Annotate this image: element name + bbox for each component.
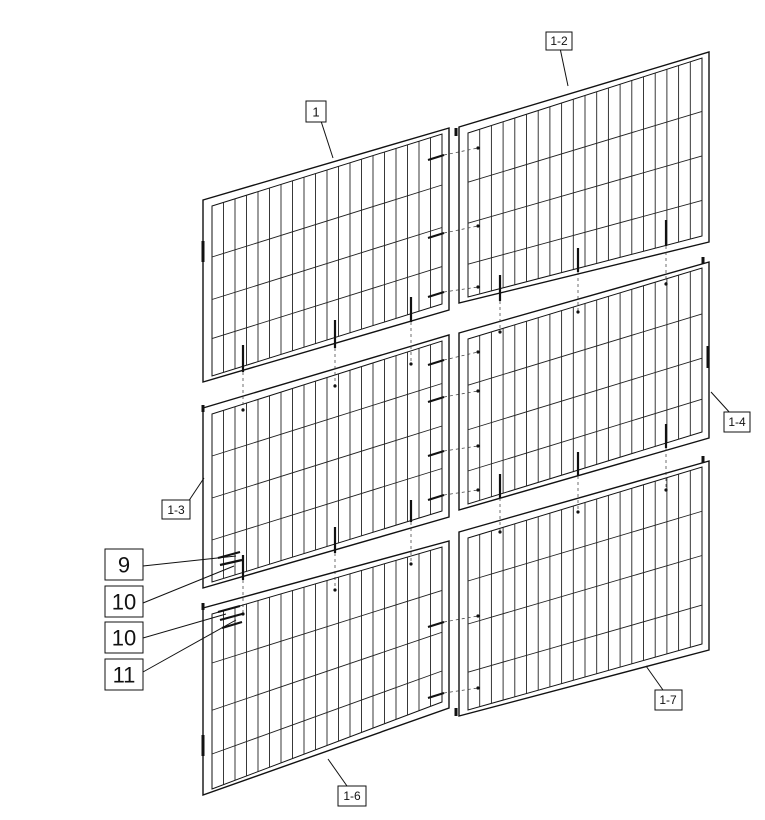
washer-icon [498, 530, 502, 534]
washer-icon [241, 408, 245, 412]
panel-1-7-horizontal-bar [467, 510, 703, 582]
callout-1-7: 1-7 [645, 665, 683, 711]
washer-icon [664, 282, 668, 286]
callout-1-4: 1-4 [710, 391, 751, 433]
callout-10-lower: 10 [104, 613, 227, 654]
washer-icon [576, 310, 580, 314]
panel-1-2-frame [458, 51, 710, 304]
panel-1-3-horizontal-bar [211, 425, 443, 499]
bolt-icon [427, 231, 445, 240]
panel-1-2 [458, 51, 710, 304]
panel-1-6-frame [202, 540, 450, 796]
panel-1-inner-frame [211, 133, 443, 377]
callout-1-6: 1-6 [327, 758, 367, 807]
callouts-layer: 1 1-2 1-3 1-4 1-6 1-7 [104, 31, 751, 807]
washer-icon [476, 444, 480, 448]
panel-1-6 [202, 540, 450, 796]
washer-icon [576, 510, 580, 514]
bolt-icon [427, 493, 445, 502]
panel-1-6-horizontal-bar [211, 670, 443, 755]
panel-1-4-horizontal-bar [467, 398, 703, 472]
bolt-icon [427, 358, 445, 367]
panel-1-6-horizontal-bar [211, 589, 443, 664]
washer-icon [498, 330, 502, 334]
panel-1-2-inner-frame [467, 57, 703, 298]
callout-1-2-label: 1-2 [550, 34, 568, 48]
panel-1-4-horizontal-bar [467, 357, 703, 431]
screw-icon [219, 558, 243, 567]
callout-1-2: 1-2 [545, 31, 573, 87]
callout-1: 1 [305, 100, 334, 159]
panel-1-7-inner-frame [467, 466, 703, 711]
bolt-icon [427, 449, 445, 458]
panel-1-3 [202, 334, 450, 589]
washer-icon [476, 614, 480, 618]
panel-1-horizontal-bar [211, 184, 443, 258]
panel-1-7 [458, 460, 710, 717]
callout-1-6-label: 1-6 [343, 789, 361, 803]
callout-9-label: 9 [118, 553, 130, 578]
callout-11: 11 [104, 619, 237, 691]
washer-icon [333, 384, 337, 388]
screw-icon [217, 550, 241, 560]
panel-1-4-inner-frame [467, 267, 703, 505]
panel-1-frame [202, 127, 450, 383]
callout-10-upper: 10 [104, 565, 235, 618]
panel-1 [202, 127, 450, 383]
panel-1-horizontal-bar [211, 266, 443, 340]
panel-1-4 [458, 261, 710, 511]
bolt-icon [427, 395, 445, 404]
hardware-layer [201, 128, 710, 756]
washer-icon [476, 146, 480, 150]
washer-icon [664, 488, 668, 492]
washer-icon [476, 389, 480, 393]
bolt-icon [427, 620, 445, 629]
panel-1-3-inner-frame [211, 340, 443, 583]
callout-11-label: 11 [113, 663, 136, 688]
washer-icon [409, 562, 413, 566]
panel-1-7-horizontal-bar [467, 555, 703, 625]
panel-1-7-horizontal-bar [467, 604, 703, 673]
callout-10-lower-label: 10 [112, 626, 136, 651]
washer-icon [476, 224, 480, 228]
panel-1-3-frame [202, 334, 450, 589]
panel-1-4-horizontal-bar [467, 313, 703, 386]
panel-1-2-horizontal-bar [467, 199, 703, 265]
panel-1-3-horizontal-bar [211, 468, 443, 541]
bolt-icon [427, 153, 445, 162]
callout-1-7-label: 1-7 [659, 693, 677, 707]
panel-1-7-frame [458, 460, 710, 717]
panel-1-2-horizontal-bar [467, 155, 703, 224]
callout-9: 9 [104, 548, 237, 581]
panels-layer [202, 51, 710, 796]
washer-icon [476, 285, 480, 289]
washer-icon [409, 362, 413, 366]
callout-1-3-label: 1-3 [167, 503, 185, 517]
washer-icon [476, 350, 480, 354]
bolt-icon [427, 691, 445, 700]
callout-1-label: 1 [312, 105, 319, 120]
screw-icon [219, 612, 243, 622]
screw-icon [221, 620, 243, 630]
panel-1-4-frame [458, 261, 710, 511]
screw-icon [217, 604, 241, 614]
callout-1-3: 1-3 [161, 477, 205, 520]
washer-icon [476, 686, 480, 690]
panel-1-6-horizontal-bar [211, 631, 443, 711]
panel-1-3-horizontal-bar [211, 383, 443, 457]
panel-1-2-horizontal-bar [467, 110, 703, 183]
washer-icon [333, 588, 337, 592]
panel-1-horizontal-bar [211, 227, 443, 300]
panel-1-6-inner-frame [211, 546, 443, 790]
bolt-icon [427, 290, 445, 299]
callout-1-4-label: 1-4 [728, 415, 746, 429]
washer-icon [476, 488, 480, 492]
callout-10-upper-label: 10 [112, 590, 136, 615]
